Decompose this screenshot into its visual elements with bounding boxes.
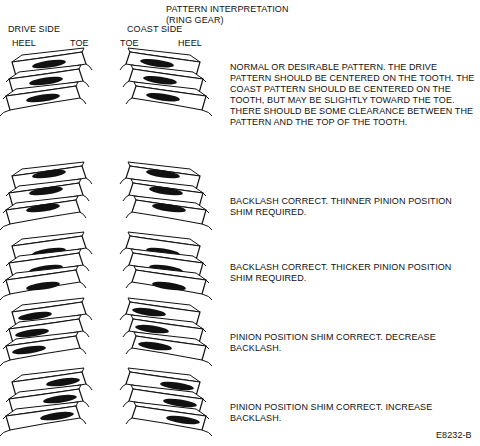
pattern-note: PINION POSITION SHIM CORRECT. INCREASE B…: [230, 402, 476, 424]
contact-pattern: [146, 91, 181, 103]
tooth-face: [6, 336, 80, 360]
ring-gear-teeth: [0, 162, 92, 230]
ring-gear-teeth: [120, 368, 212, 436]
gear-tooth: [0, 402, 86, 436]
gear-tooth: [126, 266, 212, 300]
tooth-root: [126, 418, 212, 436]
contact-pattern: [138, 340, 173, 352]
contact-pattern: [166, 414, 201, 426]
ring-gear-teeth: [120, 298, 212, 366]
contact-pattern: [146, 168, 181, 180]
gear-tooth: [126, 82, 212, 116]
ring-gear-teeth: [0, 232, 92, 300]
gear-tooth: [126, 196, 212, 230]
contact-pattern: [40, 410, 75, 422]
title: PATTERN INTERPRETATION (RING GEAR): [166, 4, 306, 26]
pattern-note: BACKLASH CORRECT. THINNER PINION POSITIO…: [230, 196, 476, 218]
tooth-root: [0, 212, 86, 230]
gear-tooth: [126, 332, 212, 366]
tooth-face: [6, 270, 80, 294]
contact-pattern: [26, 92, 61, 104]
ring-gear-teeth: [0, 48, 92, 116]
contact-pattern: [32, 168, 67, 180]
contact-pattern: [152, 202, 187, 214]
ring-gear-teeth: [120, 162, 212, 230]
pattern-note: BACKLASH CORRECT. THICKER PINION POSITIO…: [230, 262, 476, 284]
tooth-face: [6, 200, 80, 224]
tooth-end-label: HEEL: [12, 38, 36, 49]
tooth-root: [126, 212, 212, 230]
tooth-end-label: TOE: [120, 38, 139, 49]
gear-tooth: [0, 82, 86, 116]
ring-gear-teeth: [120, 232, 212, 300]
gear-tooth: [0, 196, 86, 230]
tooth-face: [6, 86, 80, 110]
gear-tooth: [0, 332, 86, 366]
tooth-face: [132, 200, 206, 224]
tooth-end-label: TOE: [70, 38, 89, 49]
contact-pattern: [29, 185, 64, 197]
figure-number: E8232-B: [436, 430, 472, 441]
contact-pattern: [26, 202, 61, 214]
pattern-note: PINION POSITION SHIM CORRECT. DECREASE B…: [230, 332, 476, 354]
tooth-root: [0, 418, 86, 436]
contact-pattern: [149, 185, 184, 197]
gear-tooth: [126, 402, 212, 436]
tooth-face: [132, 270, 206, 294]
column-header: COAST SIDE: [127, 24, 182, 35]
ring-gear-teeth: [0, 298, 92, 366]
ring-gear-teeth: [120, 48, 212, 116]
pattern-note: NORMAL OR DESIRABLE PATTERN. THE DRIVE P…: [230, 62, 476, 128]
ring-gear-teeth: [0, 368, 92, 436]
contact-pattern: [12, 344, 47, 356]
tooth-face: [6, 406, 80, 430]
tooth-face: [132, 406, 206, 430]
tooth-end-label: HEEL: [178, 38, 202, 49]
column-header: DRIVE SIDE: [8, 24, 60, 35]
gear-tooth: [0, 266, 86, 300]
contact-pattern: [26, 280, 61, 292]
tooth-face: [132, 336, 206, 360]
tooth-root: [0, 348, 86, 366]
contact-pattern: [152, 280, 187, 292]
tooth-root: [126, 348, 212, 366]
tooth-face: [132, 86, 206, 110]
